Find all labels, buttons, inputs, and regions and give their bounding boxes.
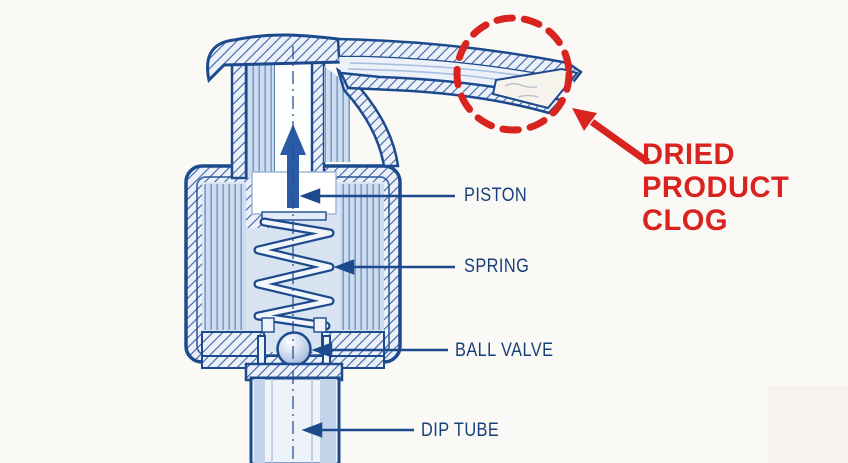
leader-lines <box>299 188 455 438</box>
clog-callout-line2: PRODUCT <box>642 171 790 204</box>
leader-piston <box>299 188 455 204</box>
clog-callout-line3: CLOG <box>642 204 729 237</box>
red-arrow-icon <box>572 108 651 165</box>
leader-spring <box>333 259 455 275</box>
dried-clog <box>491 67 579 110</box>
label-dip-tube: DIP TUBE <box>421 420 500 441</box>
label-ball-valve: BALL VALVE <box>455 340 554 361</box>
spring-coil <box>253 211 335 333</box>
leader-arrowhead-icon <box>299 188 321 204</box>
label-piston: PISTON <box>464 185 528 206</box>
dip-tube <box>244 362 344 463</box>
clog-annotation <box>453 14 651 165</box>
ball-valve <box>276 331 312 367</box>
leader-dip-tube <box>301 422 414 438</box>
clog-callout-text: DRIED PRODUCT CLOG <box>642 138 789 237</box>
background-watermark-square <box>768 386 848 463</box>
leader-ball-valve <box>311 342 448 358</box>
leader-arrowhead-icon <box>301 422 323 438</box>
label-spring: SPRING <box>464 256 530 277</box>
clog-callout-line1: DRIED <box>642 138 735 171</box>
leader-arrowhead-icon <box>333 259 355 275</box>
leader-arrowhead-icon <box>311 342 333 358</box>
dashed-circle-annotation <box>453 14 573 134</box>
